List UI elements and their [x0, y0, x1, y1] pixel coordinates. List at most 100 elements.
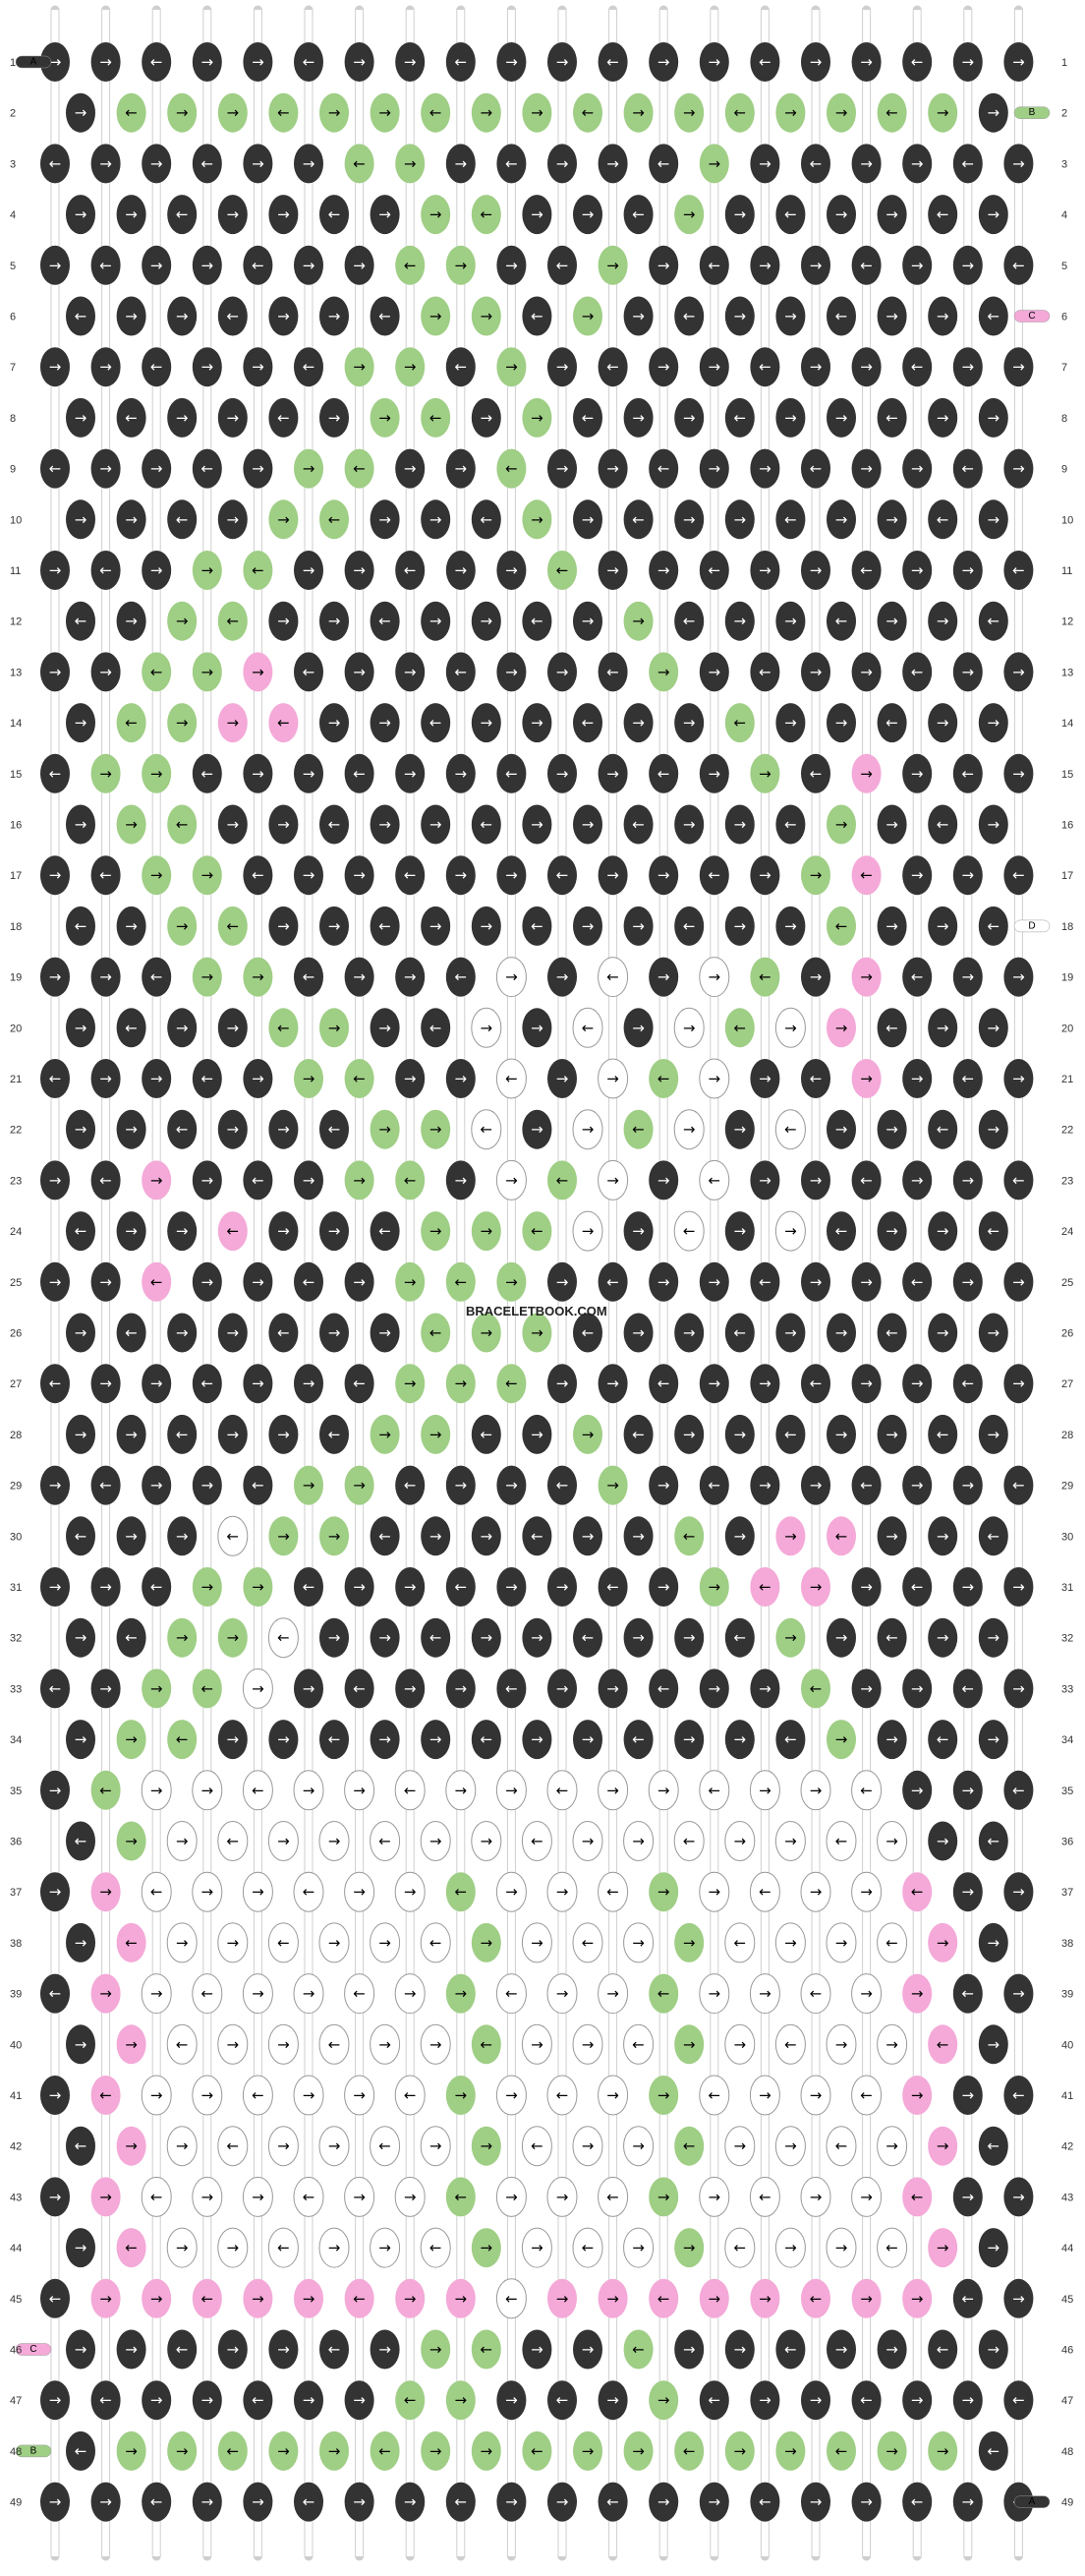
- svg-text:→: →: [455, 765, 468, 783]
- knot: →: [445, 1973, 476, 2014]
- svg-text:←: ←: [657, 1070, 670, 1087]
- svg-text:→: →: [455, 1985, 468, 2003]
- knot: →: [344, 957, 374, 997]
- svg-text:→: →: [227, 1629, 240, 1647]
- svg-text:→: →: [632, 917, 645, 935]
- svg-text:→: →: [201, 257, 214, 274]
- svg-text:→: →: [606, 2086, 619, 2104]
- knot: ←: [598, 1871, 629, 1912]
- row-number: 6: [1061, 312, 1067, 323]
- svg-text:←: ←: [835, 2442, 848, 2460]
- knot: ←: [141, 1871, 172, 1912]
- row-number: 48: [10, 2446, 22, 2458]
- svg-text:←: ←: [759, 358, 771, 376]
- knot: →: [573, 2329, 602, 2370]
- svg-text:→: →: [683, 104, 696, 122]
- knot: →: [673, 1109, 705, 1150]
- knot: →: [877, 1720, 907, 1760]
- svg-text:←: ←: [759, 2493, 771, 2511]
- svg-text:→: →: [784, 1527, 797, 1545]
- svg-text:→: →: [759, 561, 771, 579]
- svg-text:→: →: [75, 104, 87, 122]
- svg-text:←: ←: [734, 409, 747, 427]
- svg-text:←: ←: [328, 2341, 341, 2359]
- knot: →: [572, 1109, 603, 1150]
- knot: ←: [724, 1313, 755, 1353]
- knot: →: [395, 347, 426, 387]
- knot: →: [724, 1109, 755, 1149]
- knot: ←: [40, 1364, 70, 1404]
- svg-text:→: →: [606, 2391, 619, 2409]
- svg-text:→: →: [709, 1679, 721, 1697]
- svg-text:←: ←: [657, 460, 670, 478]
- row-number: 14: [1061, 718, 1073, 730]
- svg-text:←: ←: [1012, 561, 1025, 579]
- svg-text:→: →: [252, 2290, 264, 2308]
- knot: →: [649, 855, 679, 896]
- knot: →: [217, 1109, 248, 1149]
- svg-text:←: ←: [606, 2493, 619, 2511]
- svg-text:→: →: [911, 866, 924, 884]
- svg-text:→: →: [75, 1019, 87, 1036]
- svg-text:→: →: [150, 1070, 163, 1087]
- knot: →: [344, 42, 374, 82]
- svg-text:→: →: [150, 460, 163, 478]
- svg-text:→: →: [937, 613, 949, 630]
- svg-text:→: →: [709, 968, 721, 986]
- knot: →: [674, 1313, 705, 1353]
- row-number: 43: [1061, 2192, 1073, 2203]
- knot: ←: [749, 1871, 780, 1912]
- knot: ←: [522, 906, 552, 946]
- svg-text:←: ←: [176, 816, 189, 834]
- knot: →: [116, 2126, 146, 2166]
- knot: →: [952, 1261, 983, 1302]
- knot: →: [547, 42, 577, 82]
- svg-text:←: ←: [885, 409, 898, 427]
- svg-text:→: →: [709, 53, 721, 71]
- svg-text:←: ←: [150, 968, 163, 986]
- row-number: 10: [10, 514, 22, 526]
- knot: →: [649, 1160, 679, 1200]
- knot: →: [319, 2430, 349, 2471]
- knot: →: [421, 906, 451, 946]
- svg-text:→: →: [49, 358, 62, 376]
- svg-text:→: →: [734, 917, 747, 935]
- knot: →: [724, 804, 755, 845]
- svg-text:→: →: [885, 1121, 898, 1139]
- row-number: 27: [1061, 1378, 1073, 1390]
- row-number: 41: [1061, 2090, 1073, 2102]
- svg-text:→: →: [303, 1375, 315, 1392]
- knot: ←: [877, 1617, 907, 1658]
- knot: →: [521, 1922, 552, 1963]
- knot: →: [902, 2380, 933, 2421]
- svg-text:→: →: [911, 1477, 924, 1494]
- svg-text:→: →: [99, 460, 112, 478]
- knot: →: [877, 1109, 907, 1149]
- knot: ←: [699, 1159, 730, 1200]
- svg-text:←: ←: [683, 917, 696, 935]
- knot: →: [395, 42, 426, 82]
- svg-text:←: ←: [709, 2391, 721, 2409]
- knot: →: [750, 448, 780, 489]
- svg-text:→: →: [582, 1527, 595, 1545]
- svg-text:→: →: [353, 2493, 366, 2511]
- knot: ←: [496, 448, 527, 489]
- knot: ←: [90, 2076, 121, 2115]
- svg-text:→: →: [885, 2035, 898, 2053]
- knot: →: [902, 448, 933, 489]
- svg-text:→: →: [784, 2137, 797, 2155]
- svg-text:→: →: [353, 1477, 366, 1494]
- knot: →: [268, 1720, 299, 1760]
- svg-text:←: ←: [860, 257, 873, 274]
- svg-text:→: →: [962, 968, 975, 986]
- knot: →: [547, 753, 577, 793]
- row-number: 24: [10, 1226, 22, 1238]
- knot: ←: [827, 2430, 856, 2471]
- svg-text:←: ←: [683, 1222, 696, 1240]
- svg-text:→: →: [328, 104, 341, 122]
- svg-text:→: →: [1012, 1070, 1025, 1087]
- svg-text:→: →: [150, 2086, 163, 2104]
- svg-text:→: →: [556, 2290, 569, 2308]
- knot: ←: [623, 2023, 655, 2065]
- svg-text:→: →: [227, 714, 240, 732]
